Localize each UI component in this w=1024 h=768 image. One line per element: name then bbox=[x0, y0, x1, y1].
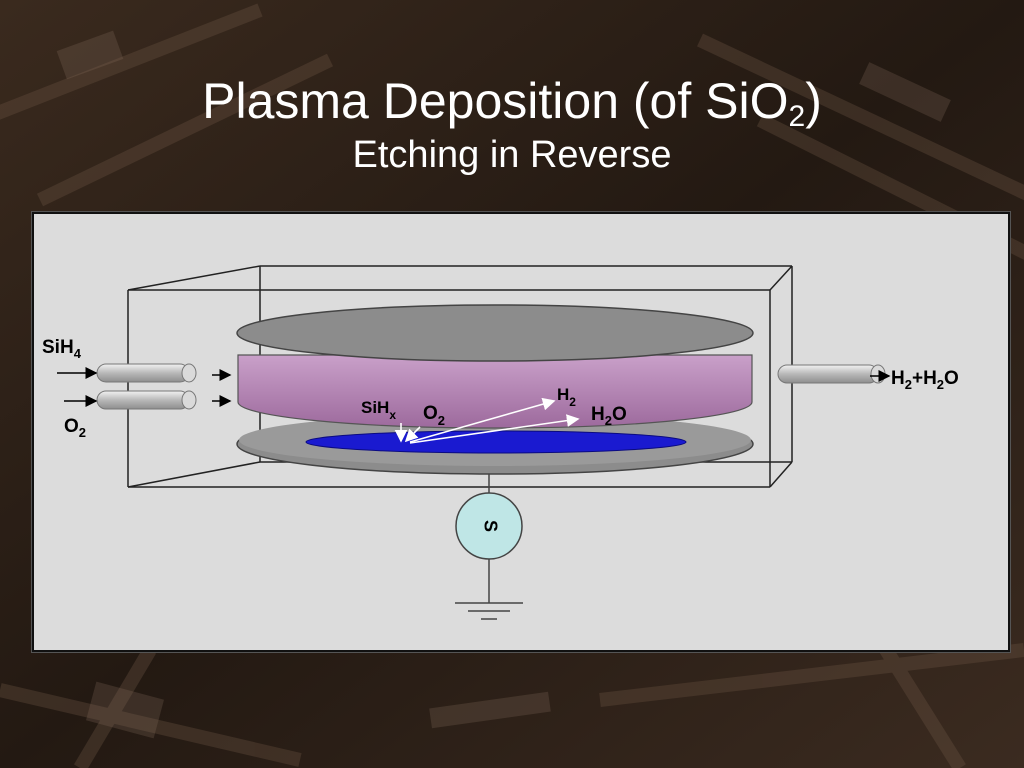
source-label: S bbox=[480, 520, 500, 532]
page-subtitle: Etching in Reverse bbox=[352, 134, 672, 176]
flow-arrows bbox=[57, 367, 891, 407]
page-title: Plasma Deposition (of SiO2) bbox=[202, 73, 822, 133]
label-exhaust: H2+H2O bbox=[891, 368, 959, 392]
exhaust-pipe bbox=[777, 364, 886, 384]
inlet-pipe-o2 bbox=[96, 390, 197, 410]
inlet-pipe-sih4 bbox=[96, 363, 197, 383]
title-block: Plasma Deposition (of SiO2) Etching in R… bbox=[0, 70, 1024, 178]
wafer bbox=[305, 430, 687, 454]
reaction-arrows bbox=[394, 397, 580, 444]
power-source: S bbox=[455, 474, 523, 603]
plasma-region bbox=[237, 354, 753, 429]
label-sih4-inlet: SiH4 bbox=[42, 337, 82, 361]
label-sihx: SiHx bbox=[361, 398, 396, 422]
label-h2o: H2O bbox=[591, 404, 627, 428]
label-o2-inlet: O2 bbox=[64, 416, 86, 440]
top-electrode bbox=[236, 304, 754, 362]
label-h2: H2 bbox=[557, 385, 576, 409]
ground-icon bbox=[455, 602, 523, 620]
label-o2-plasma: O2 bbox=[423, 403, 445, 428]
